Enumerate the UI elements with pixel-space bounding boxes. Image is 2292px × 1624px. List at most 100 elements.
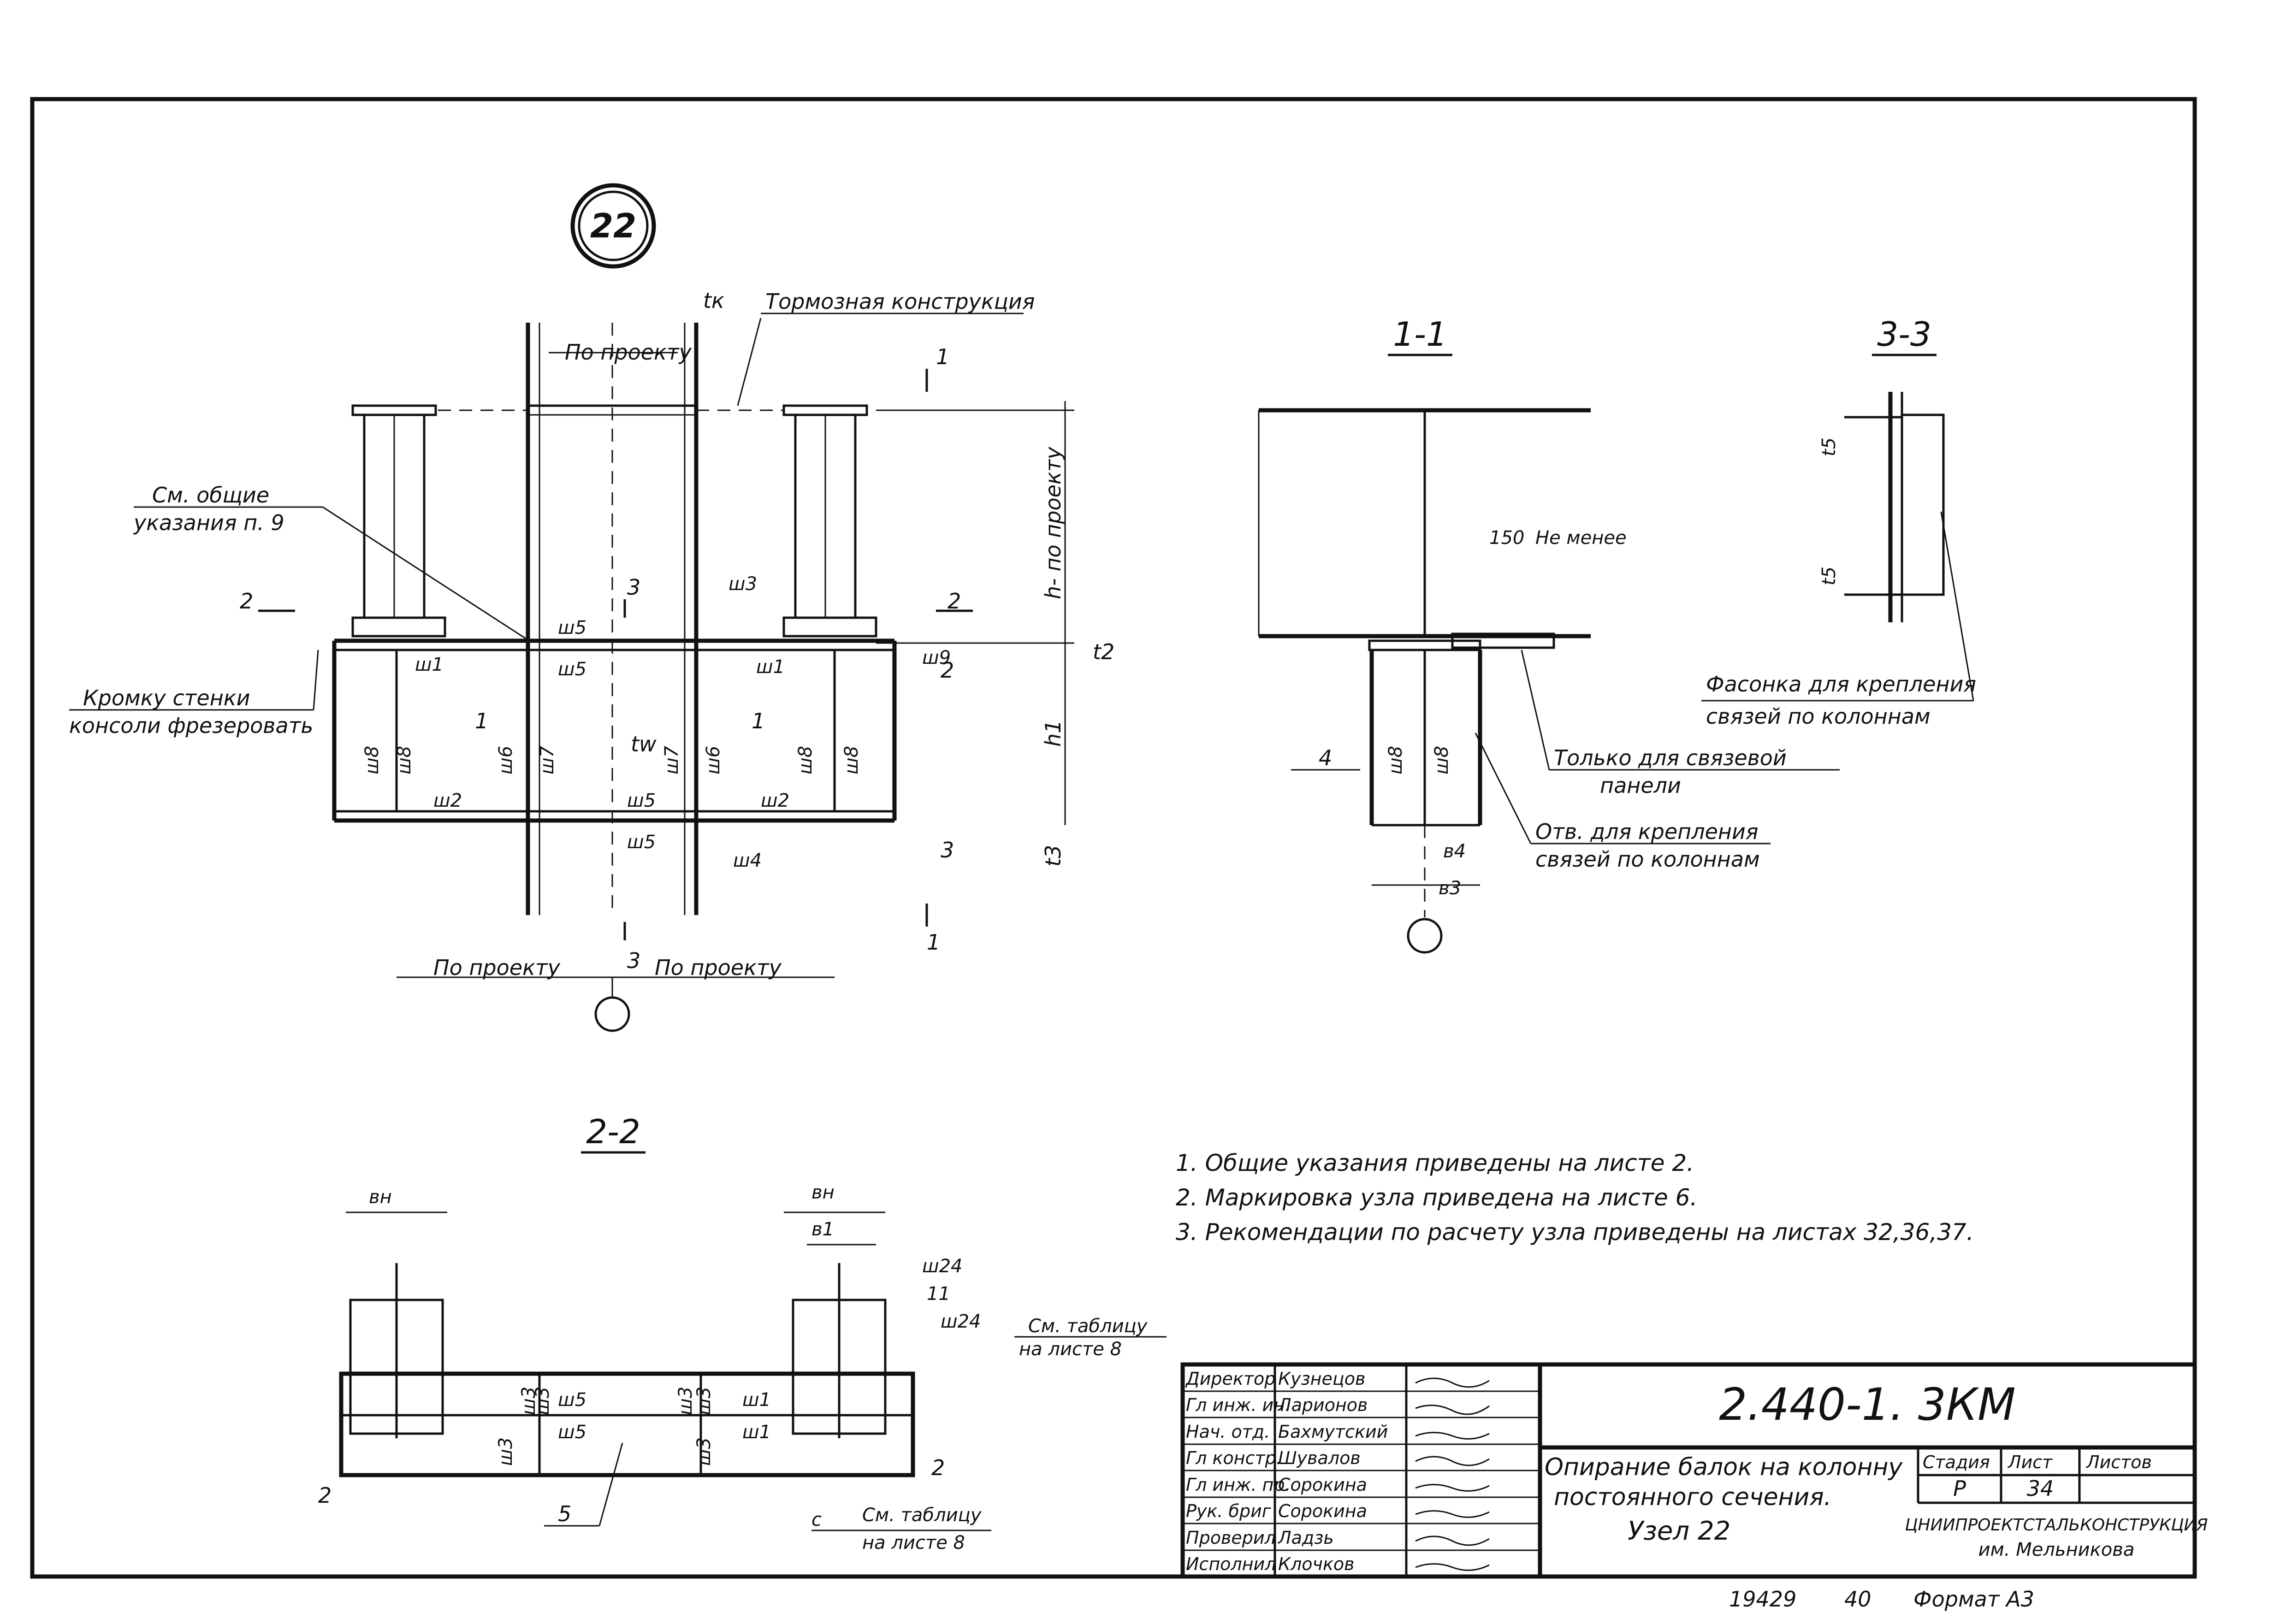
sheets-label: Листов: [2085, 1452, 2152, 1472]
note-see-table-2: на листе 8: [1019, 1339, 1122, 1360]
dim-t2: t2: [1093, 639, 1114, 664]
title-line-3: Узел 22: [1628, 1516, 1730, 1546]
section-mark-2-right: 2: [948, 589, 961, 614]
position-label: 11: [927, 1283, 950, 1305]
dim-b3: в3: [1439, 878, 1461, 899]
section-2-2-title: 2-2: [586, 1112, 640, 1151]
note-gusset-1: Фасонка для крепления: [1706, 672, 1976, 697]
axis-bubble-1-1: [1407, 918, 1443, 954]
weld-label: ш7: [537, 745, 558, 774]
dim-b4: в4: [1443, 841, 1466, 862]
weld-label: ш7: [661, 745, 682, 774]
staff-name: Ларионов: [1277, 1395, 1368, 1415]
section-1-1-title: 1-1: [1393, 315, 1447, 354]
position-label: 3: [941, 838, 954, 862]
title-block: Директор Кузнецов Гл инж. ин. Ларионов Н…: [1180, 1362, 2208, 1579]
weld-label: ш3: [728, 573, 757, 595]
staff-role: Гл инж. ин.: [1186, 1395, 1291, 1415]
right-beam-bearing: [782, 616, 877, 638]
weld-label: ш6: [495, 746, 516, 774]
dim-bn-right: вн: [811, 1182, 835, 1203]
section-mark-1-bottom: 1: [927, 930, 940, 955]
dim-po-proektu-right: По проекту: [655, 955, 782, 980]
position-label: 1: [752, 709, 765, 733]
dim-tk: tк: [703, 288, 724, 313]
dim-po-proektu-top: По проекту: [565, 340, 692, 365]
position-label: 2: [941, 658, 954, 683]
weld-label: ш8: [1385, 746, 1406, 774]
position-label: 2: [318, 1483, 332, 1508]
weld-label: ш5: [627, 790, 656, 811]
dim-h-project: h- по проекту: [1041, 446, 1066, 599]
dim-t5-top: t5: [1818, 437, 1840, 456]
note-gusset-2: связей по колоннам: [1706, 704, 1931, 729]
left-beam-top-flange: [351, 404, 437, 416]
title-line-1: Опирание балок на колонну: [1545, 1453, 1903, 1481]
staff-role: Проверил: [1186, 1528, 1276, 1548]
note-line: 2. Маркировка узла приведена на листе 6.: [1176, 1184, 1697, 1211]
staff-name: Ладзь: [1277, 1528, 1334, 1548]
section-2-2: 2-2 вн вн в1 с ш24 ш24 ш5 ш5 ш3 ш3 ш3 ш3…: [318, 1112, 1167, 1553]
weld-label: ш3: [532, 1387, 553, 1415]
sheet-label: Лист: [2007, 1452, 2053, 1472]
note-see-table-1: См. таблицу: [1028, 1316, 1148, 1337]
weld-label: ш6: [703, 746, 724, 774]
note-see-table-4: на листе 8: [862, 1532, 965, 1553]
weld-label: ш5: [558, 1422, 586, 1443]
dim-h1: h1: [1041, 720, 1066, 747]
weld-label: ш5: [558, 659, 586, 680]
staff-name: Сорокина: [1278, 1501, 1367, 1521]
weld-label: ш3: [518, 1387, 539, 1415]
left-beam-bearing: [351, 616, 446, 638]
staff-name: Бахмутский: [1278, 1422, 1388, 1442]
footer-num2: 40: [1844, 1587, 1872, 1612]
weld-label: ш8: [1431, 746, 1452, 774]
signatures: [1415, 1377, 1490, 1571]
section-mark-1-top: 1: [936, 344, 949, 369]
weld-label: ш2: [433, 790, 462, 811]
staff-name: Шувалов: [1278, 1448, 1361, 1468]
note-only-brace-1: Только для связевой: [1554, 745, 1787, 770]
staff-role: Нач. отд.: [1186, 1422, 1270, 1442]
stage-value: Р: [1953, 1476, 1966, 1501]
axis-bubble-main: [594, 996, 630, 1032]
position-label: 2: [931, 1455, 945, 1480]
label-see-general-1: См. общие: [152, 483, 269, 508]
weld-label: ш3: [675, 1387, 696, 1415]
weld-label: ш8: [394, 746, 415, 774]
section-2-2-console: [339, 1371, 915, 1477]
document-code: 2.440-1. 3КМ: [1719, 1379, 2016, 1430]
weld-label: ш1: [756, 656, 785, 678]
weld-label: ш2: [761, 790, 789, 811]
section-mark-2-left: 2: [240, 589, 253, 614]
dim-not-less: Не менее: [1535, 527, 1627, 549]
section-3-3-title: 3-3: [1877, 315, 1931, 354]
label-kromku-2: консоли фрезеровать: [69, 713, 314, 738]
node-number-inner-circle: [578, 190, 649, 261]
staff-role: Исполнил: [1186, 1554, 1276, 1574]
weld-label: ш3: [693, 1437, 715, 1466]
weld-label: ш8: [841, 746, 862, 774]
weld-label: ш8: [795, 746, 816, 774]
weld-label: ш1: [742, 1422, 771, 1443]
label-see-general-2: указания п. 9: [133, 510, 284, 535]
note-holes-2: связей по колоннам: [1535, 847, 1760, 872]
dim-t5-bottom: t5: [1818, 567, 1840, 585]
note-see-table-3: См. таблицу: [862, 1505, 982, 1526]
weld-label: ш5: [558, 617, 586, 638]
weld-label: ш1: [415, 654, 444, 675]
weld-label: ш4: [733, 850, 762, 871]
title-line-2: постоянного сечения.: [1554, 1483, 1831, 1511]
position-label: 5: [558, 1501, 571, 1526]
footer-number: 19429: [1729, 1587, 1796, 1612]
weld-label: ш24: [922, 1256, 963, 1277]
section-1-1: 1-1 150 Не менее в4 в3 ш8 ш8 4 Только дл…: [1258, 315, 1840, 954]
main-view: 2 2 По проекту tк: [69, 183, 1114, 1032]
staff-name: Сорокина: [1278, 1475, 1367, 1495]
node-number-circle: [570, 183, 656, 269]
footer-format: Формат А3: [1913, 1587, 2034, 1612]
section-mark-3-top: 3: [627, 575, 640, 600]
dim-tw: tw: [631, 732, 657, 756]
